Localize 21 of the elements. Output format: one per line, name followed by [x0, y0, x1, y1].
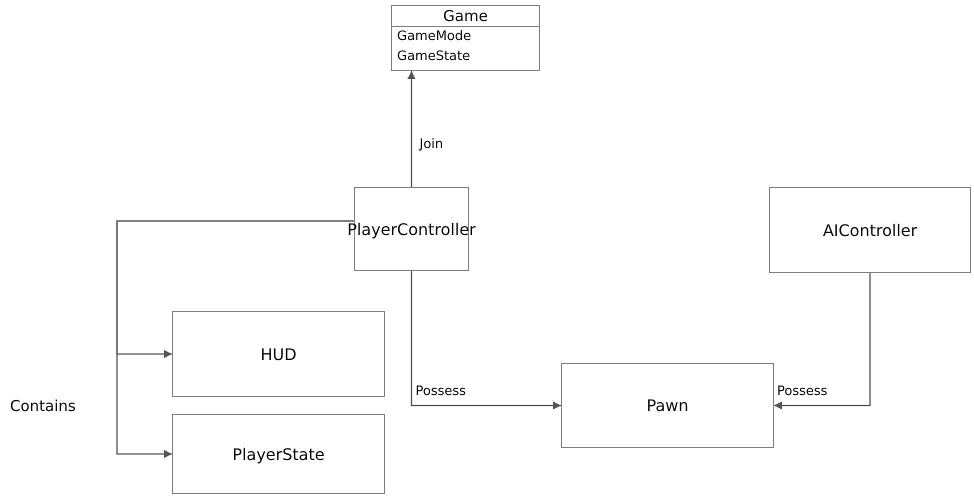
group-label: Contains: [10, 397, 76, 415]
arrow: [410, 271, 561, 410]
arrow: [774, 273, 871, 410]
process-box: [561, 363, 774, 448]
class-attribute: GameState: [396, 48, 472, 66]
node-label: Pawn: [646, 396, 688, 415]
process-box: [172, 414, 385, 494]
node-label: PlayerController: [347, 220, 476, 238]
edge-label: Possess: [775, 384, 830, 398]
class-box: [391, 5, 540, 71]
arrow: [116, 220, 354, 458]
node-label: HUD: [260, 344, 297, 364]
edge-label: Possess: [414, 384, 468, 398]
node-label: PlayerState: [232, 444, 325, 464]
class-name: Game: [392, 6, 539, 27]
process-box: [769, 187, 971, 273]
arrow: [408, 71, 416, 187]
node-label: AIController: [822, 220, 918, 240]
class-attribute: GameMode: [396, 28, 472, 46]
edge-label: Join: [418, 137, 446, 152]
process-box: [172, 311, 385, 397]
